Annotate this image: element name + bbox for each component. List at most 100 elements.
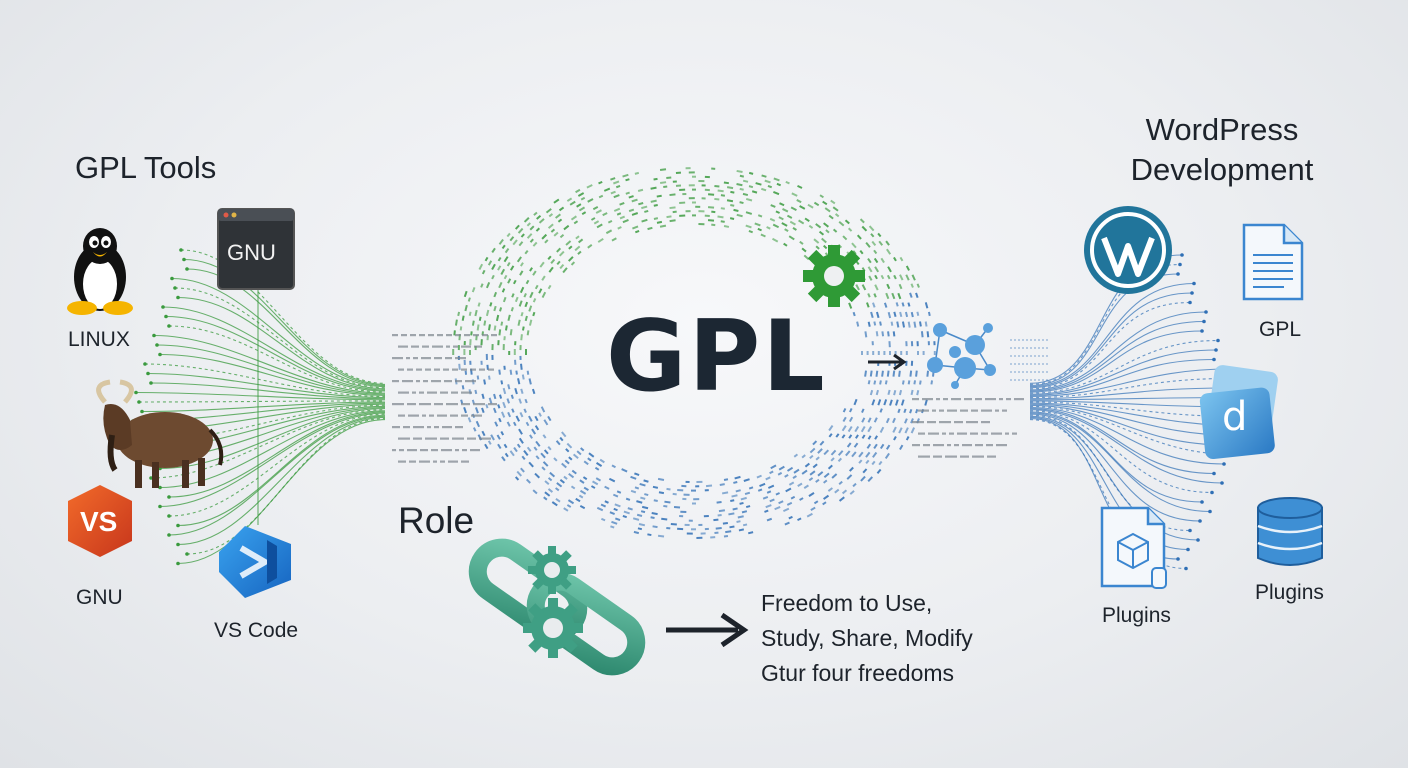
ring-code-dash [505,453,509,457]
ring-code-dash [730,204,734,207]
ring-code-dash [609,478,615,482]
ring-code-dash [575,189,580,193]
ring-code-dash [610,525,614,528]
ring-code-dash [635,172,639,175]
ring-code-dash [870,312,874,318]
ring-code-dash [517,471,523,477]
ring-code-dash [669,193,675,196]
ring-code-dash [484,444,488,449]
ring-code-dash [911,341,913,346]
fine-text-dash [923,444,930,446]
ring-code-dash [608,220,612,224]
ring-code-dash [823,222,829,227]
ring-code-dash [917,341,919,346]
fine-text-dash [413,357,418,359]
fine-text-dash [419,334,425,336]
ring-code-dash [508,351,510,355]
ring-code-dash [616,185,620,188]
ring-code-dash [733,209,738,212]
ring-code-dash [868,322,871,327]
ring-code-dash [638,189,643,192]
ring-code-dash [698,180,704,182]
ring-code-dash [644,493,648,496]
ring-code-dash [817,471,823,476]
fine-text-dash [444,380,452,382]
fine-text-dash [474,346,482,348]
ring-code-dash [647,533,651,536]
ring-code-dash [568,256,574,262]
green-stream-node [134,391,138,395]
ring-code-dash [673,180,677,182]
fine-text-dash [410,334,416,336]
fine-text-dash [981,421,990,423]
ring-code-dash [825,229,829,233]
blue-stream-node [1202,320,1206,324]
vs-logo-text: VS [80,506,117,538]
ring-code-dash [615,517,620,521]
ring-code-dash [802,470,808,475]
ring-code-dash [679,189,685,191]
ring-code-dash [571,261,575,265]
ring-code-dash [515,370,518,374]
ring-code-dash [877,399,881,405]
ring-code-dash [556,482,562,487]
ring-code-dash [784,228,788,232]
fine-text-dash [981,433,988,435]
fine-text-dash [398,369,404,371]
ring-code-dash [617,226,621,229]
ring-code-dash [676,172,681,174]
ring-code-dash [497,444,501,449]
ring-code-dash [493,292,497,297]
fine-text-dash [471,415,482,417]
fine-text-dash [399,449,404,451]
ring-code-dash [562,267,567,273]
ring-code-dash [633,517,639,520]
ring-code-dash [778,500,783,504]
ring-code-dash [724,535,728,538]
ring-code-dash [540,453,545,459]
ring-code-dash [833,206,839,211]
gpl-title: GPL [606,300,827,414]
fine-text-dash [401,334,407,336]
ring-code-dash [544,491,550,496]
ring-code-dash [761,174,766,177]
ring-code-dash [524,217,530,223]
ring-code-dash [500,380,503,384]
ring-code-dash [538,412,542,416]
ring-code-dash [907,302,910,306]
ring-code-dash [770,464,776,469]
ring-code-dash [480,361,482,365]
ring-code-dash [561,463,567,468]
fine-text-dash [455,449,459,451]
ring-code-dash [536,455,540,459]
ring-code-dash [533,298,536,302]
ring-code-dash [548,285,552,289]
ring-code-dash [563,225,569,230]
ring-code-dash [696,537,702,539]
ring-code-dash [598,181,602,184]
ring-code-dash [595,467,599,471]
ring-code-dash [784,474,788,478]
ring-code-dash [888,312,891,318]
ring-code-dash [885,380,888,384]
ring-code-dash [568,245,572,249]
ring-code-dash [529,378,532,384]
ring-code-dash [865,452,870,458]
ring-code-dash [892,418,896,423]
ring-code-dash [474,390,477,394]
ring-code-dash [567,198,572,202]
gnu-wildebeest-icon [99,382,222,488]
ring-code-dash [507,384,510,389]
ring-code-dash [635,486,639,489]
ring-code-dash [559,251,565,257]
ring-code-dash [571,215,577,220]
ring-code-dash [801,454,805,458]
ring-code-dash [580,447,584,451]
green-stream-node [167,495,171,499]
fine-text-dash [434,369,440,371]
ring-code-dash [482,270,486,274]
ring-code-dash [858,452,863,458]
ring-code-dash [779,466,785,471]
ring-code-dash [797,518,801,522]
ring-code-dash [815,245,819,249]
